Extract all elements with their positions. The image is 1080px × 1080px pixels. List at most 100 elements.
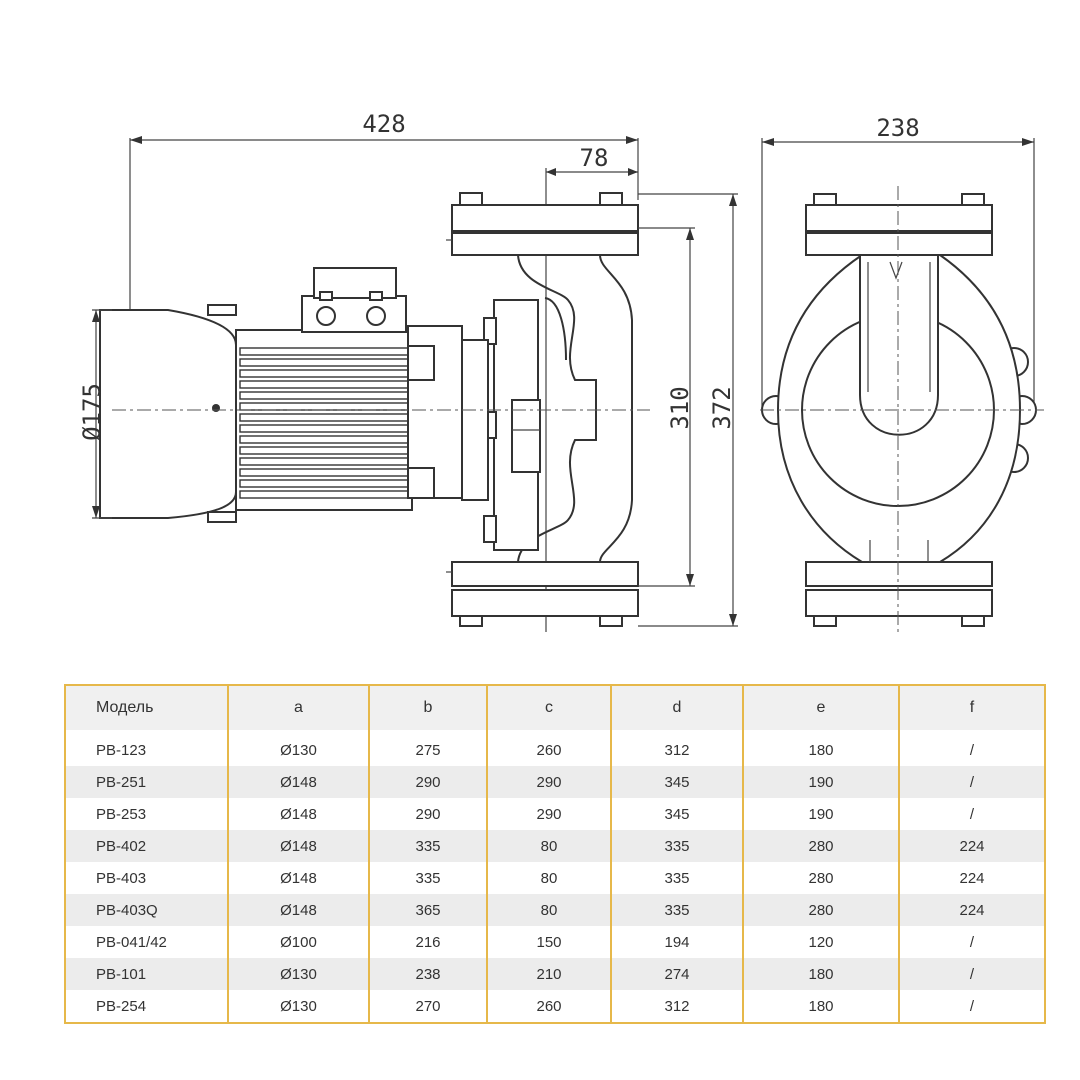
value-cell: 290 — [486, 798, 611, 830]
cooling-fin — [239, 479, 409, 488]
dim-inlet-offset: 78 — [545, 144, 638, 632]
cooling-fin — [239, 380, 409, 389]
value-cell: 180 — [742, 730, 899, 766]
value-cell: 274 — [610, 958, 743, 990]
cooling-fin — [239, 490, 409, 499]
value-cell: 280 — [742, 830, 899, 862]
value-cell: Ø130 — [227, 958, 369, 990]
dim-heights: 310 372 — [638, 193, 738, 627]
model-cell: PB-402 — [65, 830, 228, 862]
value-cell: / — [898, 766, 1045, 798]
value-cell: Ø148 — [227, 766, 369, 798]
dim-310-label: 310 — [666, 386, 694, 429]
cooling-fin — [239, 424, 409, 433]
value-cell: Ø130 — [227, 730, 369, 766]
value-cell: 290 — [368, 766, 487, 798]
value-cell: 224 — [898, 894, 1045, 926]
value-cell: 238 — [368, 958, 487, 990]
value-cell: 290 — [368, 798, 487, 830]
value-cell: 194 — [610, 926, 743, 958]
value-cell: Ø148 — [227, 894, 369, 926]
value-cell: 280 — [742, 894, 899, 926]
value-cell: 335 — [368, 830, 487, 862]
cooling-fin — [239, 457, 409, 466]
value-cell: 210 — [486, 958, 611, 990]
column-header: c — [486, 685, 611, 730]
pump-volute — [446, 192, 639, 627]
value-cell: 80 — [486, 830, 611, 862]
dim-78-label: 78 — [580, 144, 609, 172]
column-header: f — [898, 685, 1045, 730]
value-cell: 260 — [486, 990, 611, 1023]
cooling-fin — [239, 413, 409, 422]
value-cell: Ø148 — [227, 862, 369, 894]
value-cell: 260 — [486, 730, 611, 766]
value-cell: 345 — [610, 798, 743, 830]
value-cell: 180 — [742, 958, 899, 990]
value-cell: 345 — [610, 766, 743, 798]
model-cell: PB-041/42 — [65, 926, 228, 958]
value-cell: Ø130 — [227, 990, 369, 1023]
cooling-fin — [239, 446, 409, 455]
value-cell: / — [898, 926, 1045, 958]
value-cell: 280 — [742, 862, 899, 894]
value-cell: 180 — [742, 990, 899, 1023]
model-cell: PB-101 — [65, 958, 228, 990]
cooling-fin — [239, 468, 409, 477]
value-cell: 365 — [368, 894, 487, 926]
value-cell: Ø100 — [227, 926, 369, 958]
value-cell: / — [898, 958, 1045, 990]
value-cell: 120 — [742, 926, 899, 958]
dim-372-label: 372 — [708, 386, 736, 429]
value-cell: 80 — [486, 862, 611, 894]
cooling-fin — [239, 347, 409, 356]
value-cell: 335 — [368, 862, 487, 894]
dim-428-label: 428 — [362, 110, 405, 138]
dim-175-label: Ø175 — [78, 383, 106, 441]
model-cell: PB-403Q — [65, 894, 228, 926]
value-cell: 335 — [610, 830, 743, 862]
value-cell: / — [898, 798, 1045, 830]
value-cell: 312 — [610, 990, 743, 1023]
value-cell: 270 — [368, 990, 487, 1023]
value-cell: 224 — [898, 830, 1045, 862]
model-cell: PB-254 — [65, 990, 228, 1023]
dim-238-label: 238 — [876, 114, 919, 142]
value-cell: / — [898, 990, 1045, 1023]
model-cell: PB-251 — [65, 766, 228, 798]
value-cell: 335 — [610, 862, 743, 894]
cooling-fins — [239, 347, 409, 499]
pump-side-view: 238 — [760, 114, 1044, 632]
value-cell: 216 — [368, 926, 487, 958]
column-header: Модель — [65, 685, 228, 730]
value-cell: 190 — [742, 766, 899, 798]
column-header: a — [227, 685, 369, 730]
model-cell: PB-123 — [65, 730, 228, 766]
value-cell: 275 — [368, 730, 487, 766]
cooling-fin — [239, 435, 409, 444]
cooling-fin — [239, 369, 409, 378]
value-cell: 150 — [486, 926, 611, 958]
column-header: e — [742, 685, 899, 730]
column-header: d — [610, 685, 743, 730]
pump-drawing-svg: 428 78 — [78, 110, 1044, 632]
value-cell: 335 — [610, 894, 743, 926]
cooling-fin — [239, 358, 409, 367]
column-header: b — [368, 685, 487, 730]
model-cell: PB-253 — [65, 798, 228, 830]
cooling-fin — [239, 402, 409, 411]
value-cell: Ø148 — [227, 830, 369, 862]
